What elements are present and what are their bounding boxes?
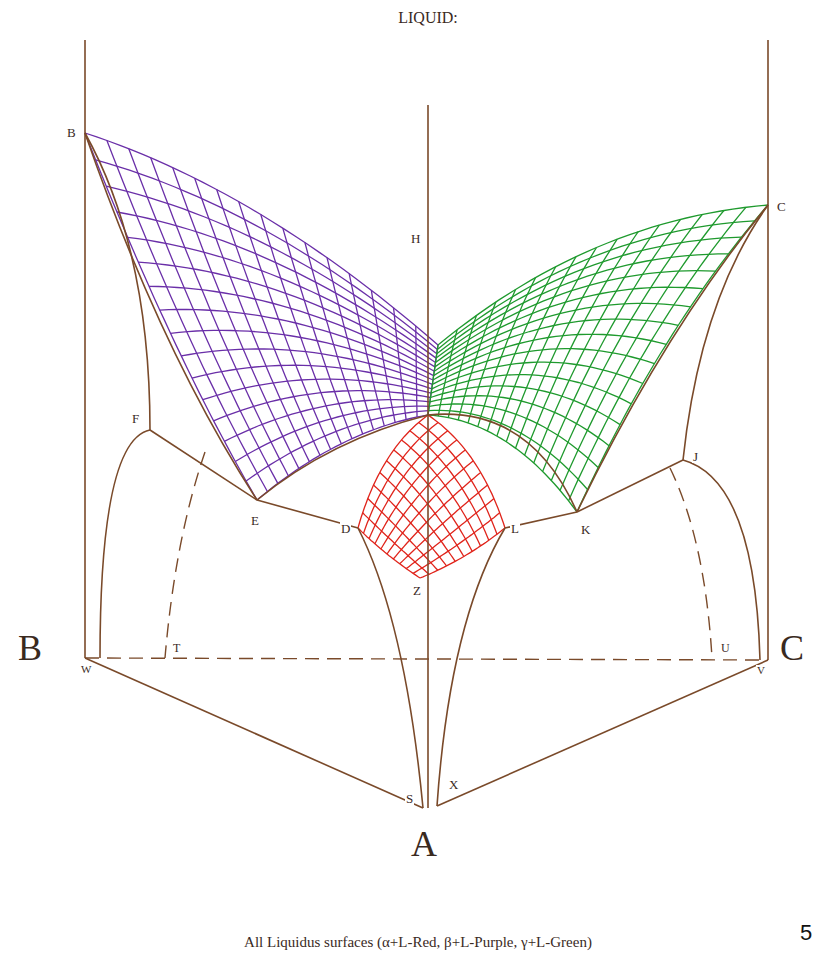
mesh-line: [416, 326, 417, 417]
mesh-line: [128, 237, 436, 362]
mesh-line: [400, 485, 488, 564]
mesh-line: [429, 404, 598, 467]
caption-text: All Liquidus surfaces (α+L-Red, β+L-Purp…: [244, 935, 592, 950]
mesh-line: [551, 215, 702, 481]
mesh-line: [478, 278, 536, 427]
mesh-line: [543, 219, 681, 471]
dashed-lines: [85, 452, 768, 660]
solvus-curve: [683, 460, 760, 660]
mesh-line: [534, 225, 660, 463]
mesh-line: [305, 243, 363, 435]
mesh-line: [410, 431, 489, 541]
label-text: Z: [412, 584, 422, 597]
mesh-line: [374, 485, 447, 566]
mesh-line: [487, 267, 555, 431]
mesh-line: [525, 232, 639, 456]
mesh-line: [214, 391, 431, 421]
mesh-line: [506, 248, 596, 442]
label-text: LIQUID:: [398, 10, 458, 26]
mesh-line: [117, 212, 436, 358]
mesh-line: [516, 239, 618, 448]
mesh-line: [394, 308, 407, 420]
solidus-curve: [683, 205, 768, 460]
solidus-curve: [85, 133, 150, 430]
tie-line: [577, 460, 683, 512]
label-text: C: [780, 630, 804, 666]
label-text: X: [448, 778, 459, 791]
mesh-line: [406, 499, 494, 569]
mesh-line: [171, 330, 434, 380]
solvus-curve: [358, 528, 423, 808]
mesh-line: [402, 440, 481, 546]
mesh-line: [577, 205, 768, 512]
label-text: T: [172, 642, 181, 654]
mesh-line: [239, 202, 331, 450]
liquidus-edge: [577, 205, 768, 512]
mesh-line: [149, 286, 434, 371]
tie-line: [150, 430, 257, 500]
mesh-line: [429, 410, 588, 489]
mesh-line: [364, 422, 439, 533]
label-text: V: [756, 665, 766, 676]
base-line: [85, 658, 423, 808]
mesh-line: [438, 330, 457, 416]
solvus-curve: [437, 528, 505, 806]
mesh-line: [138, 262, 435, 367]
label-text: F: [131, 412, 140, 425]
mesh-line: [358, 528, 420, 578]
mesh-line: [432, 349, 654, 385]
diagram-lines: [85, 40, 768, 808]
liquidus-mesh: [85, 133, 768, 578]
dashed-curve: [670, 468, 712, 658]
label-text: E: [250, 514, 260, 527]
mesh-line: [468, 289, 515, 423]
mesh-line: [497, 257, 576, 436]
mesh-line: [458, 302, 496, 420]
mesh-line: [173, 168, 299, 469]
axis-line: [767, 40, 769, 660]
label-text: A: [411, 826, 437, 862]
label-text: B: [66, 126, 77, 139]
mesh-line: [393, 473, 480, 560]
solvus-curve: [100, 430, 150, 658]
mesh-line: [363, 513, 429, 575]
label-text: S: [405, 792, 414, 805]
mesh-line: [560, 211, 724, 491]
mesh-line: [85, 133, 257, 500]
label-text: 5: [800, 922, 812, 944]
mesh-line: [430, 396, 609, 446]
mesh-line: [448, 316, 476, 418]
label-text: W: [80, 664, 92, 675]
label-text: C: [776, 200, 787, 213]
label-text: H: [410, 232, 421, 245]
liquidus-edge: [85, 133, 257, 500]
mesh-line: [129, 149, 278, 484]
mesh-line: [107, 141, 268, 492]
mesh-line: [428, 345, 438, 415]
mesh-line: [349, 274, 384, 426]
dashed-curve: [165, 452, 205, 658]
mesh-line: [96, 160, 438, 350]
label-text: B: [18, 630, 42, 666]
dashed-base: [85, 658, 768, 660]
label-text: D: [340, 522, 351, 535]
mesh-line: [217, 190, 320, 456]
base-line: [437, 660, 768, 806]
mesh-line: [369, 431, 448, 539]
mesh-line: [428, 415, 505, 528]
mesh-line: [371, 290, 395, 422]
label-text: K: [580, 523, 591, 536]
mesh-line: [428, 345, 438, 415]
eutectic-valley: [257, 414, 577, 512]
mesh-line: [106, 186, 437, 354]
axis-line: [427, 105, 429, 808]
mesh-line: [203, 379, 431, 400]
label-text: J: [692, 450, 699, 463]
mesh-line: [195, 178, 310, 461]
label-text: U: [720, 642, 731, 654]
label-text: L: [510, 522, 520, 535]
